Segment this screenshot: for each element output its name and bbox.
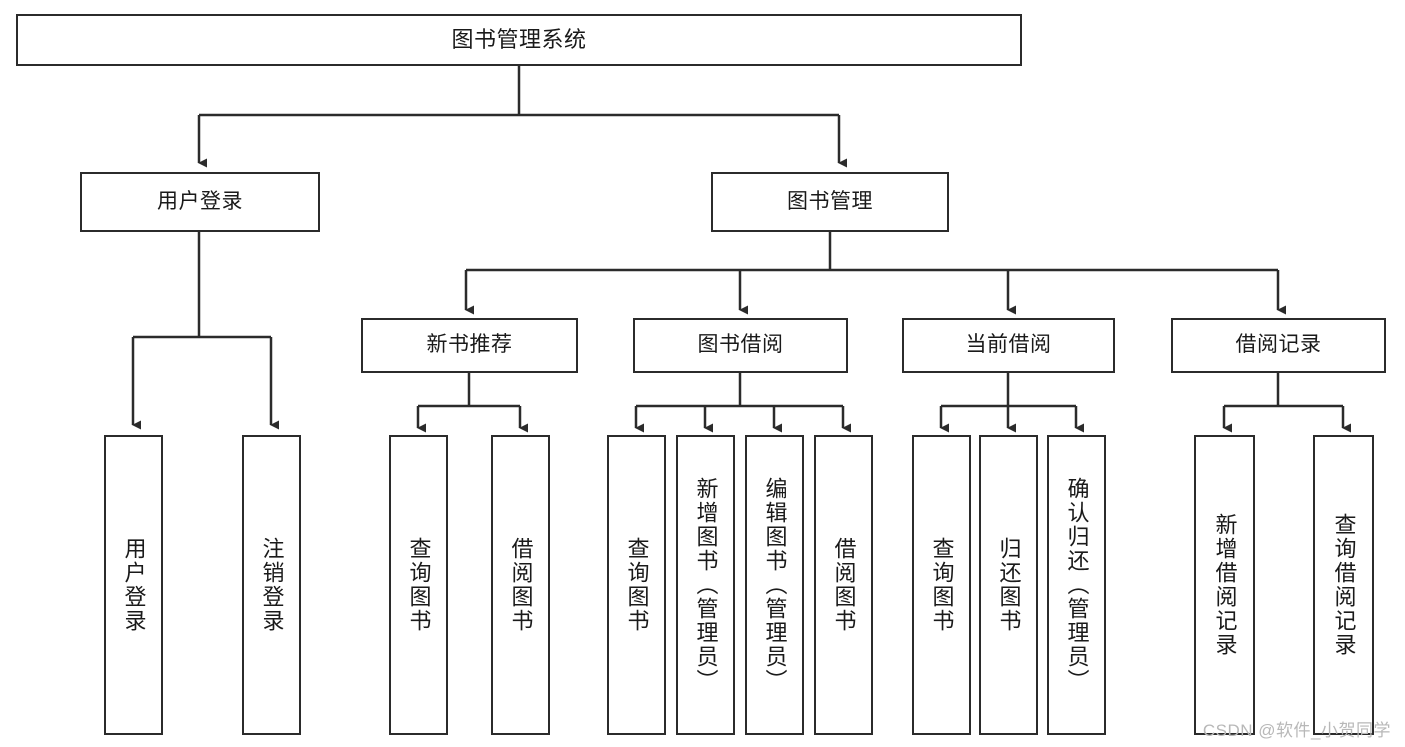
node-label: 归还图书 bbox=[996, 537, 1022, 633]
node-leaf-borrow-book-recommend[interactable]: 借阅图书 bbox=[491, 435, 550, 735]
node-leaf-add-borrow-record[interactable]: 新增借阅记录 bbox=[1194, 435, 1255, 735]
node-label: 图书管理 bbox=[787, 189, 873, 213]
node-new-book-recommend[interactable]: 新书推荐 bbox=[361, 318, 578, 373]
node-label: 当前借阅 bbox=[965, 333, 1052, 357]
node-leaf-query-book-current[interactable]: 查询图书 bbox=[912, 435, 971, 735]
node-label: 确认归还（管理员） bbox=[1064, 477, 1090, 693]
node-leaf-query-book-borrow[interactable]: 查询图书 bbox=[607, 435, 666, 735]
node-label: 图书借阅 bbox=[697, 333, 784, 357]
node-label: 用户登录 bbox=[157, 189, 243, 213]
node-leaf-user-login[interactable]: 用户登录 bbox=[104, 435, 163, 735]
node-leaf-borrow-book[interactable]: 借阅图书 bbox=[814, 435, 873, 735]
node-label: 用户登录 bbox=[121, 537, 147, 633]
node-label: 借阅记录 bbox=[1235, 333, 1322, 357]
node-label: 借阅图书 bbox=[831, 537, 857, 633]
node-label: 图书管理系统 bbox=[451, 27, 587, 53]
node-leaf-edit-book-admin[interactable]: 编辑图书（管理员） bbox=[745, 435, 804, 735]
node-label: 查询图书 bbox=[929, 537, 955, 633]
node-book-management[interactable]: 图书管理 bbox=[711, 172, 949, 232]
node-label: 新增图书（管理员） bbox=[693, 477, 719, 693]
node-label: 查询借阅记录 bbox=[1331, 513, 1357, 657]
node-label: 编辑图书（管理员） bbox=[762, 477, 788, 693]
node-leaf-confirm-return-admin[interactable]: 确认归还（管理员） bbox=[1047, 435, 1106, 735]
node-user-login[interactable]: 用户登录 bbox=[80, 172, 320, 232]
node-book-borrow[interactable]: 图书借阅 bbox=[633, 318, 848, 373]
node-borrow-record[interactable]: 借阅记录 bbox=[1171, 318, 1386, 373]
node-label: 查询图书 bbox=[406, 537, 432, 633]
node-current-borrow[interactable]: 当前借阅 bbox=[902, 318, 1115, 373]
node-label: 注销登录 bbox=[259, 537, 285, 633]
node-leaf-add-book-admin[interactable]: 新增图书（管理员） bbox=[676, 435, 735, 735]
node-leaf-query-book-recommend[interactable]: 查询图书 bbox=[389, 435, 448, 735]
node-label: 查询图书 bbox=[624, 537, 650, 633]
node-leaf-return-book[interactable]: 归还图书 bbox=[979, 435, 1038, 735]
node-label: 新书推荐 bbox=[426, 333, 513, 357]
node-leaf-query-borrow-record[interactable]: 查询借阅记录 bbox=[1313, 435, 1374, 735]
node-leaf-logout[interactable]: 注销登录 bbox=[242, 435, 301, 735]
node-label: 新增借阅记录 bbox=[1212, 513, 1238, 657]
csdn-watermark: CSDN @软件_小贺同学 bbox=[1202, 721, 1391, 740]
node-label: 借阅图书 bbox=[508, 537, 534, 633]
node-root-system[interactable]: 图书管理系统 bbox=[16, 14, 1022, 66]
